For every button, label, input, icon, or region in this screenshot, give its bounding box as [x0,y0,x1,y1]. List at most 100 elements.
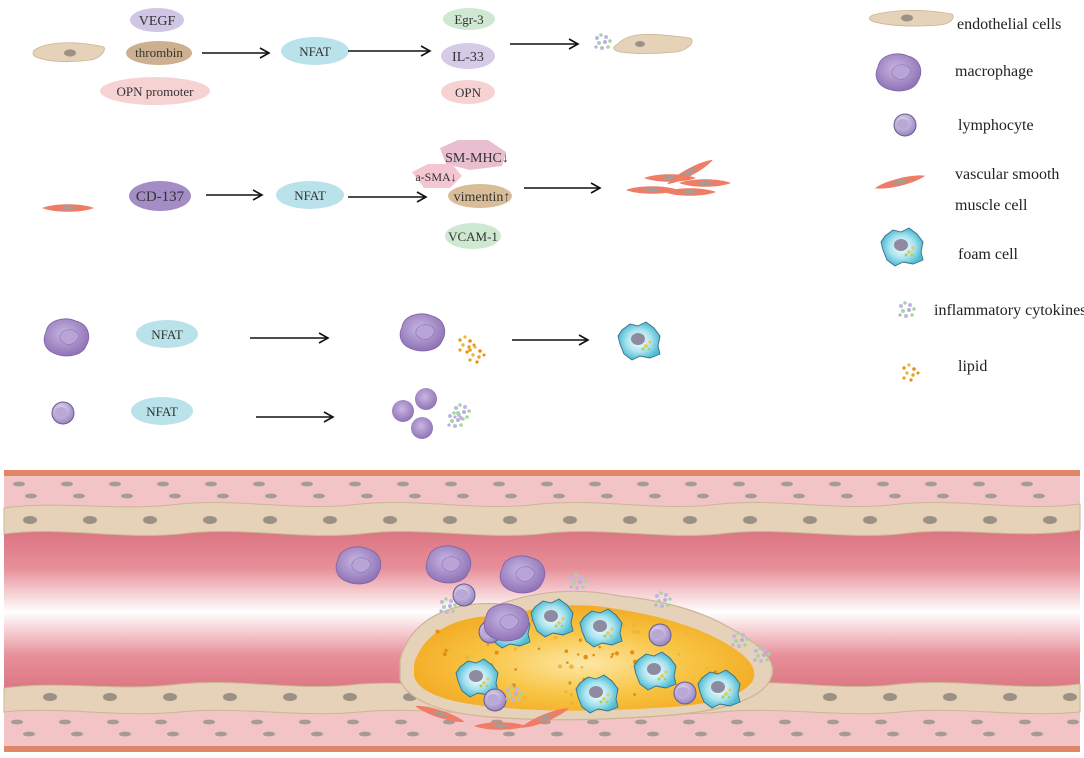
wall-nucleus [647,731,659,737]
wall-nucleus [493,481,505,487]
foam-cell-icon [880,227,924,267]
legend-item-lipid: lipid [902,358,987,382]
wall-nucleus [551,731,563,737]
lipid-droplet [580,666,584,669]
wall-nucleus [733,481,745,487]
lipid-droplet [566,661,569,664]
wall-nucleus [889,493,901,499]
nucleus [803,516,817,524]
svg-text:CD-137: CD-137 [136,189,185,205]
wall-nucleus [215,731,227,737]
nucleus [23,516,37,524]
wall-nucleus [601,493,613,499]
wall-nucleus [599,731,611,737]
wall-nucleus [983,731,995,737]
nucleus [823,693,837,701]
nucleus [83,516,97,524]
pathway-vsmc: CD-137 NFAT SM-MHC↓ a-SMA↓ vimentin↑ VCA… [42,140,731,249]
lipid-droplet [569,700,575,706]
lipid-droplet [633,693,637,696]
lipid-droplet [726,662,729,665]
wall-nucleus [923,719,935,725]
lipid-droplet [442,652,447,657]
lipid-droplet [610,655,613,659]
lymphocyte-icon [893,113,917,137]
wall-nucleus [637,481,649,487]
wall-nucleus [731,719,743,725]
legend-item-vsmc: vascular smooth muscle cell [873,166,1059,214]
nucleus [43,693,57,701]
wall-nucleus [925,481,937,487]
nucleus [163,693,177,701]
lipid-droplet [452,694,456,697]
wall-nucleus [589,481,601,487]
svg-text:VCAM-1: VCAM-1 [448,229,498,244]
wall-nucleus [1021,481,1033,487]
wall-nucleus [877,481,889,487]
vsmc-icon [42,204,94,212]
wall-nucleus [455,731,467,737]
svg-text:NFAT: NFAT [294,188,326,203]
wall-nucleus [59,719,71,725]
wall-nucleus [299,719,311,725]
nucleus [743,516,757,524]
wall-nucleus [505,493,517,499]
lipid-droplet [448,647,452,651]
wall-nucleus [827,719,839,725]
wall-nucleus [745,493,757,499]
legend: endothelial cells macrophage lymphocyte … [868,9,1084,382]
mediator-nfat: NFAT [276,181,344,209]
target-sm-mhc: SM-MHC↓ [440,140,509,170]
wall-nucleus [265,493,277,499]
wall-nucleus [359,731,371,737]
vessel-cross-section [3,470,1081,752]
lipid-droplet [564,690,568,694]
wall-nucleus [683,719,695,725]
wall-nucleus [841,493,853,499]
svg-text:a-SMA↓: a-SMA↓ [415,170,456,184]
wall-nucleus [937,493,949,499]
inducer-opn-promoter: OPN promoter [100,77,210,105]
nucleus [283,693,297,701]
lipid-droplet [486,643,489,646]
lipid-droplet [577,653,580,656]
wall-nucleus [779,719,791,725]
svg-text:inflammatory cytokines: inflammatory cytokines [934,302,1084,319]
lipid-droplet [514,647,518,651]
lipid-droplet [598,645,601,649]
wall-nucleus [217,493,229,499]
svg-text:NFAT: NFAT [151,327,183,342]
nucleus [1063,693,1077,701]
svg-text:vimentin↑: vimentin↑ [454,190,511,205]
wall-nucleus [793,493,805,499]
svg-text:lipid: lipid [958,358,987,375]
lipid-droplet [465,654,470,660]
wall-nucleus [1067,719,1079,725]
wall-nucleus [985,493,997,499]
lipid-droplet [514,668,518,671]
lipid-droplet [632,622,636,627]
mediator-nfat: NFAT [136,320,198,348]
wall-vsmc-nuclei [11,481,1079,737]
svg-text:Egr-3: Egr-3 [454,12,483,27]
svg-text:foam cell: foam cell [958,246,1019,263]
svg-text:SM-MHC↓: SM-MHC↓ [445,151,509,166]
cytokines-icon [898,301,916,318]
svg-text:VEGF: VEGF [139,14,176,29]
wall-nucleus [587,719,599,725]
wall-nucleus [263,731,275,737]
wall-nucleus [685,481,697,487]
wall-nucleus [107,719,119,725]
wall-nucleus [71,731,83,737]
svg-text:thrombin: thrombin [135,45,183,60]
legend-item-macrophage: macrophage [875,53,1033,92]
lymphocyte-proliferation-icon [392,388,471,439]
wall-nucleus [781,481,793,487]
nucleus [863,516,877,524]
wall-nucleus [109,481,121,487]
nucleus [1003,693,1017,701]
wall-nucleus [887,731,899,737]
wall-nucleus [875,719,887,725]
lipid-droplet [481,703,485,707]
